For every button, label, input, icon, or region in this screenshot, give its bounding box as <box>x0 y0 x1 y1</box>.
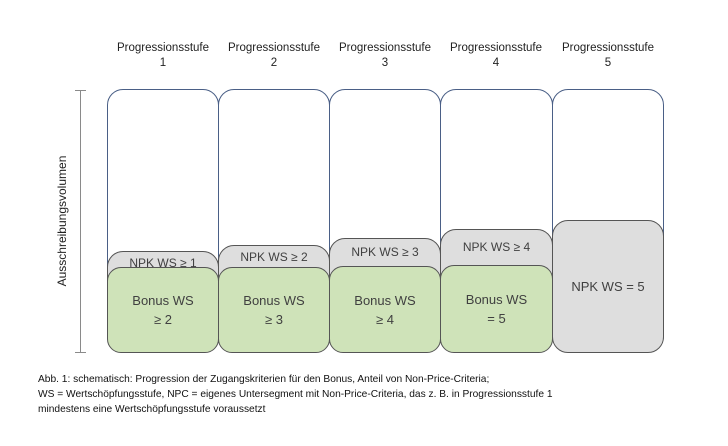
header-number: 1 <box>159 57 167 69</box>
header-stage-4: Progressionsstufe 4 <box>440 41 552 71</box>
axis-cap-top <box>75 90 86 91</box>
header-number: 4 <box>492 57 500 69</box>
bonus-segment-3: Bonus WS ≥ 4 <box>329 266 441 353</box>
header-title: Progressionsstufe <box>449 42 543 54</box>
npk-label: NPK WS ≥ 3 <box>351 245 419 259</box>
npk-label: NPK WS ≥ 1 <box>129 256 197 270</box>
bonus-label: Bonus WS <box>132 293 194 308</box>
bonus-segment-2: Bonus WS ≥ 3 <box>218 267 330 353</box>
bonus-condition: ≥ 2 <box>154 312 172 327</box>
header-title: Progressionsstufe <box>561 42 655 54</box>
header-stage-5: Progressionsstufe 5 <box>552 41 664 71</box>
npk-label: NPK WS ≥ 4 <box>462 240 531 254</box>
header-number: 5 <box>604 57 612 69</box>
figure-caption: Abb. 1: schematisch: Progression der Zug… <box>38 372 708 417</box>
axis-cap-bottom <box>75 352 86 353</box>
npk-segment-5: NPK WS = 5 <box>552 220 664 353</box>
header-number: 2 <box>270 57 278 69</box>
bonus-label: Bonus WS <box>243 293 305 308</box>
bonus-segment-1: Bonus WS ≥ 2 <box>107 267 219 353</box>
header-stage-1: Progressionsstufe 1 <box>107 41 219 71</box>
bonus-condition: = 5 <box>487 311 506 326</box>
bonus-label: Bonus WS <box>465 292 528 307</box>
header-title: Progressionsstufe <box>116 42 210 54</box>
volume-axis-line <box>80 90 81 353</box>
bonus-label: Bonus WS <box>354 292 416 308</box>
npk-label: NPK WS ≥ 2 <box>240 250 308 264</box>
header-stage-3: Progressionsstufe 3 <box>329 41 441 71</box>
npk-label: NPK WS = 5 <box>571 279 645 294</box>
bonus-condition: ≥ 4 <box>376 311 394 327</box>
header-title: Progressionsstufe <box>338 42 432 54</box>
header-stage-2: Progressionsstufe 2 <box>218 41 330 71</box>
header-title: Progressionsstufe <box>227 42 321 54</box>
bonus-segment-4: Bonus WS = 5 <box>440 265 553 353</box>
caption-line-3: mindestens eine Wertschöpfungsstufe vora… <box>38 404 266 415</box>
header-number: 3 <box>381 57 389 69</box>
caption-line-1: Abb. 1: schematisch: Progression der Zug… <box>38 374 490 385</box>
caption-line-2: WS = Wertschöpfungsstufe, NPC = eigenes … <box>38 389 553 400</box>
volume-axis-label: Ausschreibungsvolumen <box>55 155 69 287</box>
bonus-condition: ≥ 3 <box>265 312 283 327</box>
